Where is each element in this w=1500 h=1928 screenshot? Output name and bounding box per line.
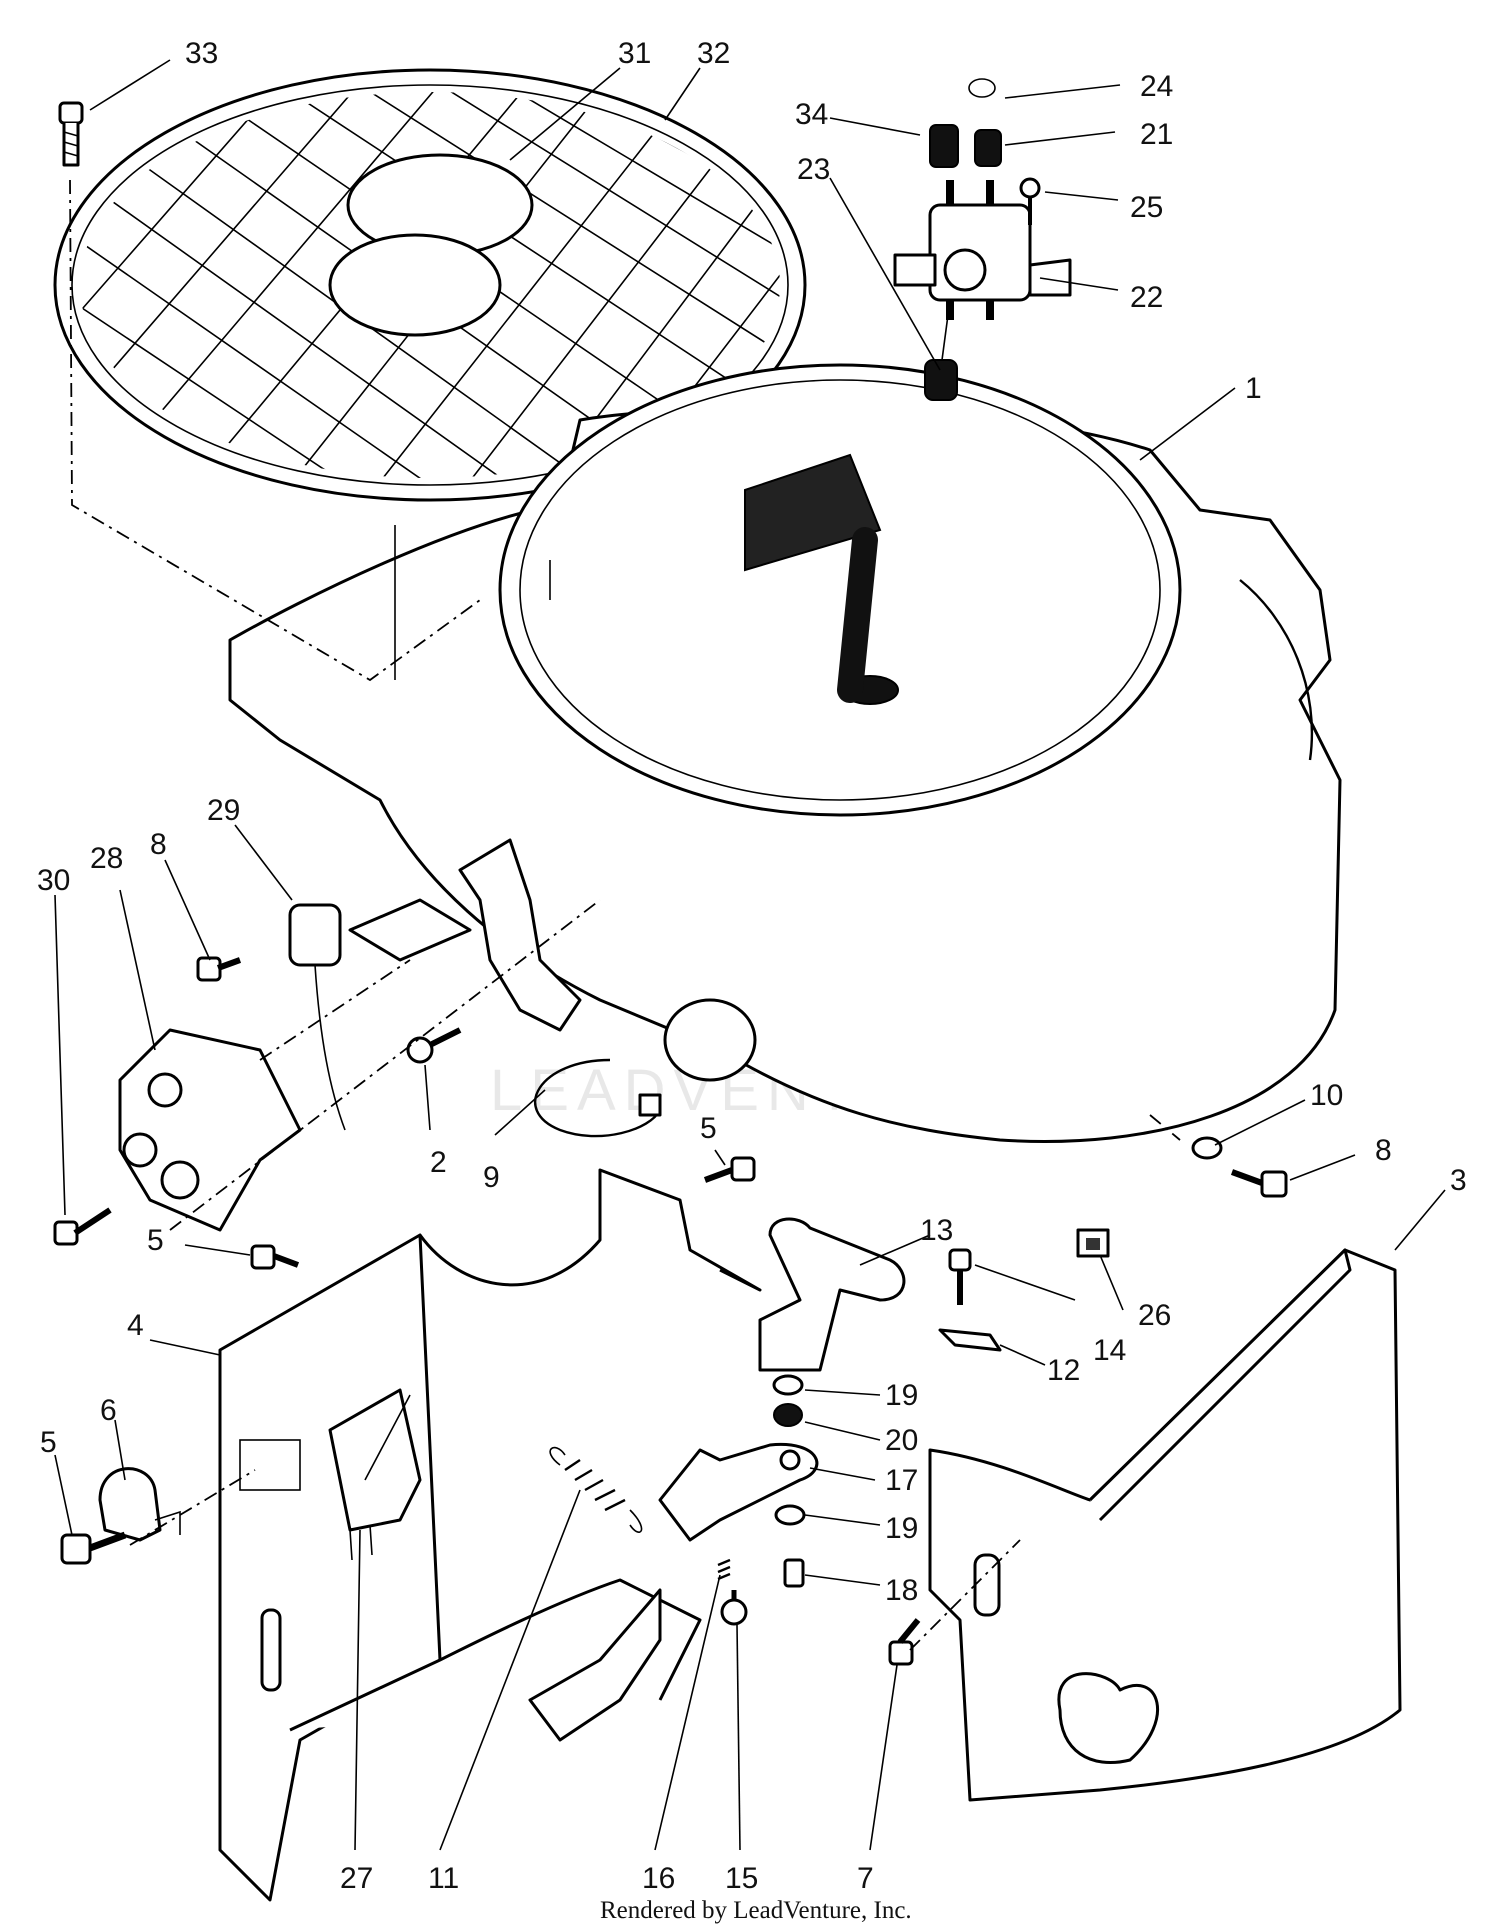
part-29-condenser bbox=[288, 903, 346, 1131]
callout-2: 2 bbox=[430, 1146, 447, 1179]
callout-20: 20 bbox=[885, 1424, 918, 1457]
callout-21: 21 bbox=[1140, 118, 1173, 151]
part-8-bolt-left bbox=[196, 956, 242, 982]
part-19-washer-bottom bbox=[774, 1504, 806, 1526]
part-5-bolt-upper bbox=[703, 1156, 756, 1183]
callout-33: 33 bbox=[185, 37, 218, 70]
callout-5-lower: 5 bbox=[40, 1426, 57, 1459]
part-14-bolt bbox=[948, 1248, 972, 1305]
part-10-washer bbox=[1191, 1136, 1223, 1160]
callout-32: 32 bbox=[697, 37, 730, 70]
part-23-hose bbox=[924, 299, 958, 401]
part-5-bolt-mid bbox=[250, 1244, 300, 1270]
leader-lines bbox=[54, 59, 1446, 1851]
callout-34: 34 bbox=[795, 98, 828, 131]
callout-15: 15 bbox=[725, 1862, 758, 1895]
part-2-screw bbox=[406, 1027, 462, 1064]
callout-17: 17 bbox=[885, 1464, 918, 1497]
part-5-bolt-lower bbox=[60, 1531, 127, 1565]
part-34-hose bbox=[929, 124, 959, 168]
part-22-fuel-pump bbox=[893, 180, 1072, 320]
callout-1: 1 bbox=[1245, 372, 1262, 405]
callout-29: 29 bbox=[207, 794, 240, 827]
callout-5-upper: 5 bbox=[700, 1112, 717, 1145]
callout-25: 25 bbox=[1130, 191, 1163, 224]
part-18-bolt bbox=[783, 1558, 805, 1588]
part-7-bolt bbox=[888, 1618, 921, 1666]
part-28-ignition-module bbox=[118, 1028, 302, 1232]
callout-24: 24 bbox=[1140, 70, 1173, 103]
callout-8-left: 8 bbox=[150, 828, 167, 861]
part-17-lever bbox=[658, 1442, 819, 1542]
part-19-washer-top bbox=[772, 1374, 804, 1396]
callout-28: 28 bbox=[90, 842, 123, 875]
part-21-hose-cap bbox=[974, 129, 1002, 167]
part-12-bracket bbox=[938, 1328, 1002, 1352]
part-24-clip bbox=[968, 78, 996, 98]
part-8-bolt-right bbox=[1230, 1169, 1288, 1198]
callout-3: 3 bbox=[1450, 1164, 1467, 1197]
callout-14: 14 bbox=[1093, 1334, 1126, 1367]
callout-23: 23 bbox=[797, 153, 830, 186]
callout-27: 27 bbox=[340, 1862, 373, 1895]
callout-11: 11 bbox=[428, 1862, 459, 1895]
callout-19-top: 19 bbox=[885, 1379, 918, 1412]
part-25-screw bbox=[1019, 177, 1041, 225]
callout-26: 26 bbox=[1138, 1299, 1171, 1332]
part-9-wire-ring bbox=[534, 1058, 662, 1138]
callouts: 33 31 32 24 34 21 23 25 22 1 29 28 8 30 … bbox=[37, 37, 1467, 1895]
callout-19-bottom: 19 bbox=[885, 1512, 918, 1545]
callout-4: 4 bbox=[127, 1309, 144, 1342]
part-26-plug bbox=[1076, 1228, 1110, 1258]
callout-31: 31 bbox=[618, 37, 651, 70]
assembly-lines bbox=[69, 179, 1181, 1651]
callout-6: 6 bbox=[100, 1394, 117, 1427]
footer-credit: Rendered by LeadVenture, Inc. bbox=[600, 1897, 912, 1924]
callout-10: 10 bbox=[1310, 1079, 1343, 1112]
callout-22: 22 bbox=[1130, 281, 1163, 314]
part-3-right-shroud bbox=[928, 1248, 1402, 1802]
callout-16: 16 bbox=[642, 1862, 675, 1895]
callout-8-right: 8 bbox=[1375, 1134, 1392, 1167]
part-6-clamp bbox=[98, 1467, 181, 1542]
part-4-left-shroud bbox=[218, 1168, 762, 1902]
part-20-nut bbox=[773, 1403, 803, 1427]
callout-12: 12 bbox=[1047, 1354, 1080, 1387]
part-33-bolt bbox=[58, 101, 84, 167]
callout-13: 13 bbox=[920, 1214, 953, 1247]
callout-18: 18 bbox=[885, 1574, 918, 1607]
callout-9: 9 bbox=[483, 1161, 500, 1194]
callout-7: 7 bbox=[857, 1862, 874, 1895]
part-bracket-upper bbox=[348, 838, 582, 1032]
part-15-screw bbox=[720, 1590, 748, 1626]
part-13-plate bbox=[758, 1217, 906, 1372]
part-1-blower-housing bbox=[228, 363, 1342, 1143]
part-bracket-lower bbox=[528, 1588, 662, 1742]
part-30-bolt bbox=[53, 1207, 112, 1246]
callout-30: 30 bbox=[37, 864, 70, 897]
part-11-spring bbox=[549, 1446, 643, 1533]
callout-5-mid: 5 bbox=[147, 1224, 164, 1257]
part-32-grille-screen bbox=[53, 68, 807, 502]
